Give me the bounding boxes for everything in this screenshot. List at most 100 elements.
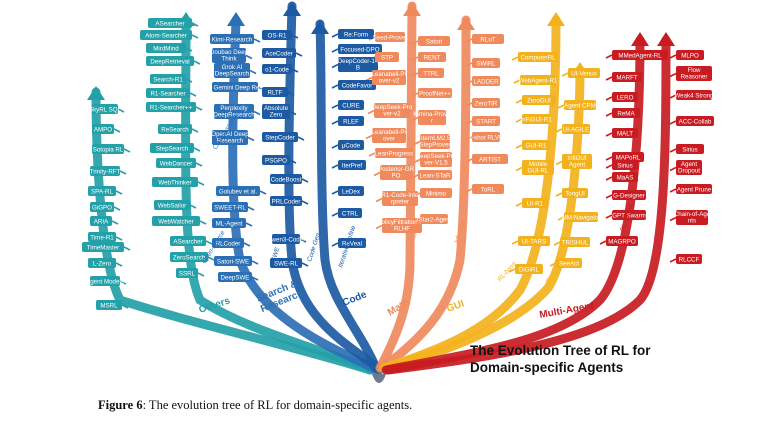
leaf-box-code-12 — [338, 44, 382, 54]
twig-others-14 — [207, 256, 215, 261]
leaf-label-others-4: Search-R1 — [153, 76, 183, 83]
leaf-box-others-0 — [148, 18, 192, 28]
twig-code-0 — [291, 34, 299, 39]
twig-others-16 — [117, 108, 125, 113]
twig-multiagent-11 — [669, 54, 677, 59]
leaf-label-math-25: ARTIST — [479, 156, 501, 163]
twig-math-8 — [375, 224, 383, 230]
leaf-box-code-8 — [270, 196, 302, 206]
twig-multiagent-19 — [669, 258, 677, 263]
caption-text: : The evolution tree of RL for domain-sp… — [142, 398, 413, 412]
twig-multiagent-14 — [669, 120, 677, 125]
leaf-box-search-0 — [210, 34, 254, 44]
leaf-box-others-19 — [90, 166, 120, 176]
leaf-label-code-3: RLTF — [267, 89, 282, 96]
twig-math-6 — [373, 171, 381, 177]
twig-gui-16 — [549, 262, 557, 267]
leaf-box-code-2 — [262, 64, 292, 74]
twig-math-19 — [465, 38, 473, 43]
branch-arrow-code-1 — [283, 2, 301, 16]
twig-code-10 — [301, 262, 309, 267]
twig-code-12 — [331, 48, 339, 53]
twig-gui-11 — [555, 128, 563, 133]
leaf-label-code-2: o1-Code — [265, 66, 289, 73]
leaf-box-others-5 — [146, 88, 190, 98]
twig-others-1 — [191, 34, 199, 39]
leaf-label-others-18: Sotopia RL — [93, 146, 124, 153]
leaf-box-multiagent-13 — [676, 90, 712, 100]
branch-arrow-math-1 — [403, 2, 421, 16]
twig-multiagent-17 — [669, 188, 677, 193]
diagram-title-line-2: Domain-specific Agents — [470, 360, 624, 375]
leaf-box-multiagent-1 — [612, 72, 642, 82]
leaf-box-code-18 — [338, 160, 366, 170]
leaf-box-math-1 — [375, 52, 399, 62]
leaf-label-search-0: Kimi-Research — [212, 36, 253, 43]
leaf-label-multiagent-7: MaAS — [617, 174, 634, 181]
leaf-box-others-9 — [156, 158, 196, 168]
leaf-label-multiagent-6: Sirius — [617, 162, 632, 169]
twig-others-0 — [191, 22, 199, 27]
leaf-label-others-6: R1-Searcher++ — [150, 104, 193, 111]
leaf-box-gui-14 — [564, 212, 598, 222]
leaf-box-gui-9 — [568, 68, 600, 78]
leaf-label-math-24: 1-shot RLVR — [469, 134, 504, 141]
leaf-box-math-15 — [420, 152, 452, 167]
twig-code-3 — [287, 91, 295, 96]
leaf-label-math-16: Lean-STaR — [420, 172, 451, 179]
leaf-box-code-20 — [338, 208, 362, 218]
twig-others-21 — [113, 206, 121, 211]
twig-others-17 — [113, 128, 121, 133]
twig-search-7 — [247, 206, 255, 211]
twig-search-1 — [245, 54, 253, 60]
twig-gui-12 — [555, 160, 563, 166]
leaf-label-gui-11: UI-AGILE — [563, 126, 589, 133]
leaf-label-others-1: Atom-Searcher — [145, 32, 187, 39]
leaf-box-multiagent-12 — [676, 66, 712, 81]
leaf-box-math-14 — [420, 134, 450, 149]
leaf-label-others-7: ReSearch — [161, 126, 189, 133]
leaf-label-others-14: ZeroSearch — [173, 254, 206, 261]
leaf-box-math-7 — [382, 191, 418, 206]
twig-math-5 — [368, 152, 376, 157]
leaf-box-multiagent-18 — [676, 210, 708, 225]
leaf-box-math-20 — [472, 58, 500, 68]
leaf-box-code-13 — [338, 57, 378, 72]
twig-code-4 — [289, 110, 297, 116]
leaf-box-multiagent-14 — [676, 116, 714, 126]
twig-search-8 — [245, 222, 253, 227]
leaf-box-gui-13 — [562, 188, 588, 198]
leaf-box-gui-3 — [522, 114, 550, 124]
twig-others-19 — [119, 170, 127, 175]
leaf-label-search-3: Google Gemini Deep Research — [192, 84, 279, 91]
leaf-box-math-18 — [420, 214, 448, 224]
leaf-label-others-16: SkyRL SQL — [89, 106, 122, 113]
leaf-label-code-21: ReVeal — [342, 240, 362, 247]
leaf-box-search-9 — [212, 238, 244, 248]
leaf-box-code-19 — [338, 186, 364, 196]
twig-math-9 — [411, 40, 419, 45]
branch-arrow-multiagent-2 — [657, 32, 675, 46]
leaf-box-multiagent-2 — [612, 92, 638, 102]
leaf-box-others-8 — [150, 143, 194, 153]
leaf-label-math-14: InternLM2.5-StepProver — [417, 135, 452, 149]
leaf-label-multiagent-15: Sirius — [682, 146, 697, 153]
leaf-label-search-8: ML-Agent — [216, 220, 243, 227]
leaf-label-others-27: MSRL — [100, 302, 118, 309]
twig-code-19 — [331, 190, 339, 195]
caption-prefix: Figure — [98, 398, 134, 412]
twig-math-24 — [465, 136, 473, 141]
twig-others-5 — [189, 92, 197, 97]
leaf-label-code-10: SWE-RL — [274, 260, 299, 267]
leaf-box-others-7 — [158, 124, 192, 134]
leaf-label-gui-7: UI-TARS — [522, 238, 546, 245]
twig-others-10 — [197, 181, 205, 186]
diagram-title: The Evolution Tree of RL for Domain-spec… — [470, 342, 690, 376]
leaf-box-gui-6 — [522, 198, 548, 208]
twig-code-6 — [289, 159, 297, 164]
leaf-box-code-9 — [272, 234, 300, 244]
